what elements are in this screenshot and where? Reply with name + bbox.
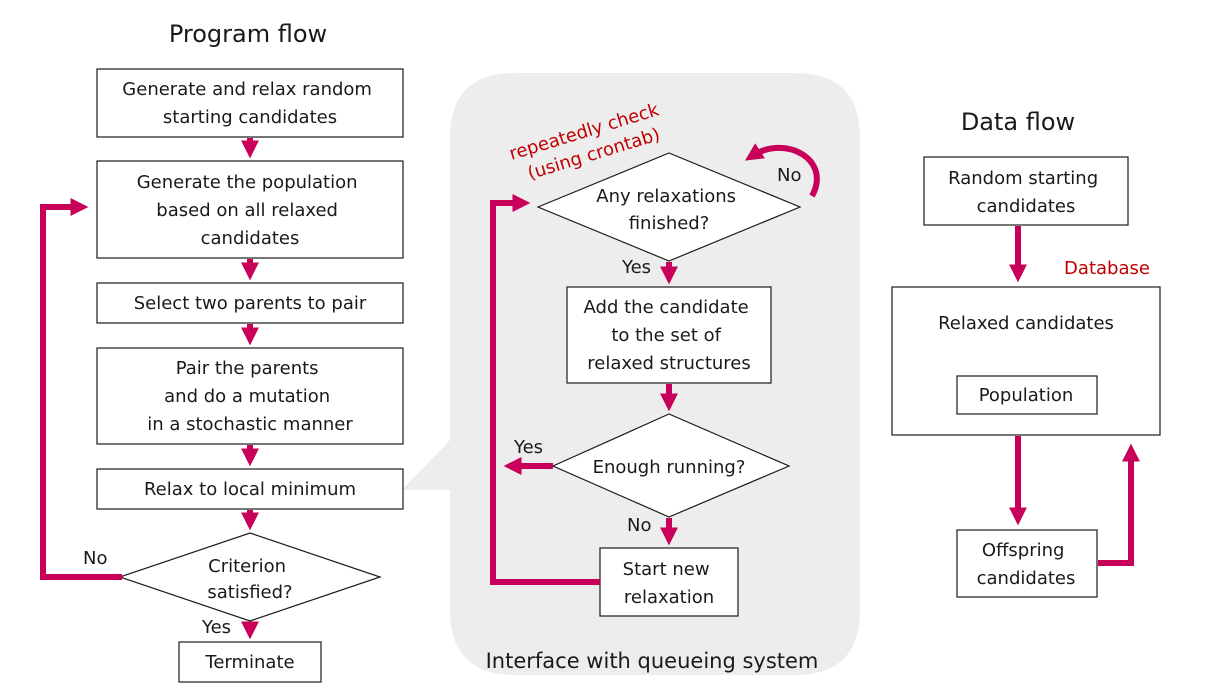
any-finished-no-label: No <box>777 165 801 186</box>
pair-mutate-line-1: Pair the parents <box>176 358 319 379</box>
arrow-offspring-to-database <box>1098 443 1140 566</box>
svg-text:Add the candidate to the: Add the candidate to the set of relaxed … <box>584 297 755 374</box>
svg-text:Start new relaxation: Start new relaxation <box>623 559 716 608</box>
generate-population-line-3: candidates <box>201 228 300 249</box>
svg-text:Random starting candidat: Random starting candidates <box>948 168 1104 217</box>
random-starting-line-1: Random starting <box>948 168 1098 189</box>
any-finished-line-2: finished? <box>629 213 710 234</box>
generate-population-box: Generate the population based on all rel… <box>96 160 404 259</box>
any-finished-yes-label: Yes <box>621 257 651 278</box>
add-candidate-line-3: relaxed structures <box>587 353 751 374</box>
database-label: Database <box>1064 258 1150 279</box>
offspring-line-2: candidates <box>977 568 1076 589</box>
add-candidate-line-2: to the set of <box>611 325 721 346</box>
data-flow-title: Data flow <box>961 108 1075 136</box>
any-finished-line-1: Any relaxations <box>596 186 736 207</box>
generate-population-line-2: based on all relaxed <box>156 200 338 221</box>
relax-local-text: Relax to local minimum <box>144 479 356 500</box>
svg-text:Criterion satisfied?: Criterion satisfied? <box>207 556 292 603</box>
any-finished-diamond: Any relaxations finished? <box>536 152 802 262</box>
criterion-line-1: Criterion <box>208 556 286 577</box>
svg-text:Select two parents to pair: Select two parents to pair <box>134 293 367 314</box>
queue-arrows <box>490 143 820 585</box>
select-parents-box: Select two parents to pair <box>96 282 404 324</box>
arrow-no-curl <box>744 143 820 198</box>
enough-running-text: Enough running? <box>593 457 746 478</box>
pair-mutate-line-2: and do a mutation <box>164 386 330 407</box>
svg-text:Any relaxations finished: Any relaxations finished? <box>596 186 741 234</box>
pair-mutate-line-3: in a stochastic manner <box>147 414 353 435</box>
offspring-box: Offspring candidates <box>956 529 1098 598</box>
generate-random-box: Generate and relax random starting candi… <box>96 68 404 138</box>
select-parents-text: Select two parents to pair <box>134 293 367 314</box>
svg-text:Pair the parents and do: Pair the parents and do a mutation in a … <box>147 358 353 435</box>
enough-running-diamond: Enough running? <box>551 413 791 518</box>
enough-running-no-label: No <box>627 515 651 536</box>
svg-text:Generate the population: Generate the population based on all rel… <box>137 172 364 249</box>
generate-population-line-1: Generate the population <box>137 172 358 193</box>
criterion-line-2: satisfied? <box>207 582 292 603</box>
data-arrows <box>1009 226 1140 566</box>
program-arrows <box>40 138 259 640</box>
svg-text:Relax to local minimum: Relax to local minimum <box>144 479 356 500</box>
population-text: Population <box>979 385 1074 406</box>
arrow-loop-no <box>40 198 122 580</box>
svg-text:Offspring candidates: Offspring candidates <box>977 540 1076 589</box>
random-starting-line-2: candidates <box>977 196 1076 217</box>
add-candidate-line-1: Add the candidate <box>584 297 749 318</box>
start-new-line-1: Start new <box>623 559 710 580</box>
svg-text:Terminate: Terminate <box>204 652 294 673</box>
arrow-start-loop-back <box>490 194 600 585</box>
enough-running-yes-label: Yes <box>513 437 543 458</box>
svg-text:Enough running?: Enough running? <box>593 457 746 478</box>
population-box: Population <box>956 375 1098 415</box>
terminate-box: Terminate <box>178 641 322 683</box>
svg-text:Generate and relax random: Generate and relax random starting candi… <box>122 79 377 128</box>
criterion-diamond: Criterion satisfied? <box>118 532 382 622</box>
criterion-no-label: No <box>83 548 107 569</box>
offspring-line-1: Offspring <box>982 540 1065 561</box>
queue-interface-title: Interface with queueing system <box>486 649 819 673</box>
pair-mutate-box: Pair the parents and do a mutation in a … <box>96 347 404 445</box>
start-new-line-2: relaxation <box>624 587 714 608</box>
generate-random-line-2: starting candidates <box>163 107 337 128</box>
random-starting-box: Random starting candidates <box>923 156 1129 226</box>
add-candidate-box: Add the candidate to the set of relaxed … <box>566 286 772 384</box>
criterion-yes-label: Yes <box>201 617 231 638</box>
terminate-text: Terminate <box>204 652 294 673</box>
relax-local-box: Relax to local minimum <box>96 468 404 510</box>
relaxed-candidates-text: Relaxed candidates <box>938 313 1114 334</box>
start-new-box: Start new relaxation <box>599 547 739 617</box>
generate-random-line-1: Generate and relax random <box>122 79 372 100</box>
program-flow-title: Program flow <box>169 20 327 48</box>
